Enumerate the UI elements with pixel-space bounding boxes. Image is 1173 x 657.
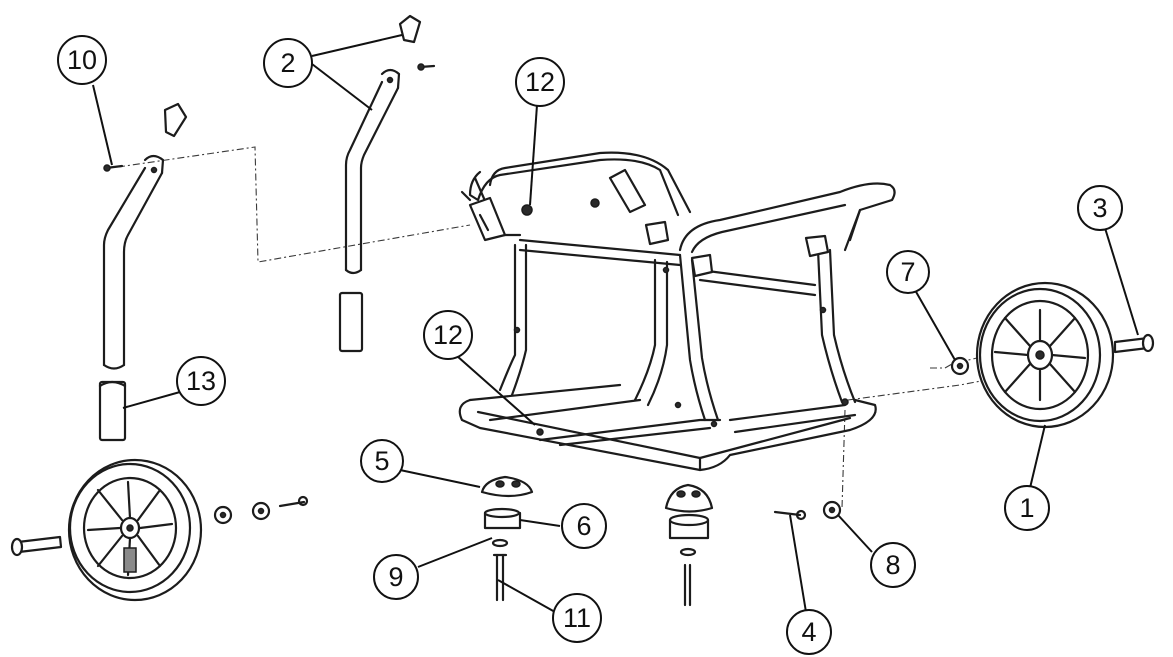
right-handle-clip [398, 14, 422, 44]
left-axle-washers [213, 501, 271, 525]
callout-7-label: 7 [900, 257, 915, 287]
foot-bolt-left [492, 553, 508, 602]
callout-7: 7 [886, 250, 930, 294]
left-handle-clip [163, 102, 188, 138]
callout-8: 8 [870, 542, 916, 588]
callout-4: 4 [786, 609, 832, 655]
washer-7 [950, 356, 970, 376]
callout-1: 1 [1004, 485, 1050, 531]
left-axle-bolt [10, 535, 63, 557]
callout-9-label: 9 [388, 562, 403, 592]
foot-washer-right [679, 547, 697, 557]
left-cotter-pin [278, 495, 309, 508]
handle-bolt-left [103, 164, 124, 172]
callout-2: 2 [263, 38, 313, 88]
callout-4-label: 4 [801, 617, 816, 647]
foot-bolt-right [683, 563, 692, 607]
callout-10-label: 10 [67, 45, 97, 75]
handle-grip-left [98, 380, 127, 442]
callout-12-top-label: 12 [525, 67, 555, 97]
cotter-pin-4 [773, 509, 807, 521]
callout-8-label: 8 [885, 550, 900, 580]
foot-washer-left [491, 538, 509, 548]
foot-spacer-right [668, 513, 710, 540]
callout-5-label: 5 [374, 446, 389, 476]
callout-1-label: 1 [1019, 493, 1034, 523]
callout-3-label: 3 [1092, 193, 1107, 223]
handle-bolt-right [417, 63, 436, 71]
main-frame [458, 151, 896, 472]
callout-13: 13 [176, 356, 226, 406]
callout-11: 11 [552, 593, 602, 643]
alignment-lines [117, 146, 1013, 509]
callout-12-top: 12 [515, 57, 565, 107]
foot-left [480, 475, 534, 498]
callout-2-label: 2 [280, 48, 295, 78]
leader-lines [92, 34, 1139, 613]
foot-spacer-left [483, 507, 522, 530]
callout-6: 6 [561, 503, 607, 549]
right-handle-tube [344, 68, 401, 275]
left-wheel [67, 458, 203, 602]
callout-12-bottom-label: 12 [433, 320, 463, 350]
left-handle-tube [102, 154, 165, 370]
right-axle-bolt [1113, 333, 1155, 354]
callout-6-label: 6 [576, 511, 591, 541]
handle-grip-right [338, 291, 364, 353]
foot-right [664, 483, 714, 513]
callout-10: 10 [57, 35, 107, 85]
washer-8 [822, 500, 842, 520]
callout-12-bottom: 12 [423, 310, 473, 360]
callout-5: 5 [360, 439, 404, 483]
callout-11-label: 11 [563, 603, 591, 633]
right-wheel [975, 281, 1115, 429]
callout-13-label: 13 [186, 366, 216, 396]
callout-3: 3 [1077, 185, 1123, 231]
callout-9: 9 [373, 554, 419, 600]
